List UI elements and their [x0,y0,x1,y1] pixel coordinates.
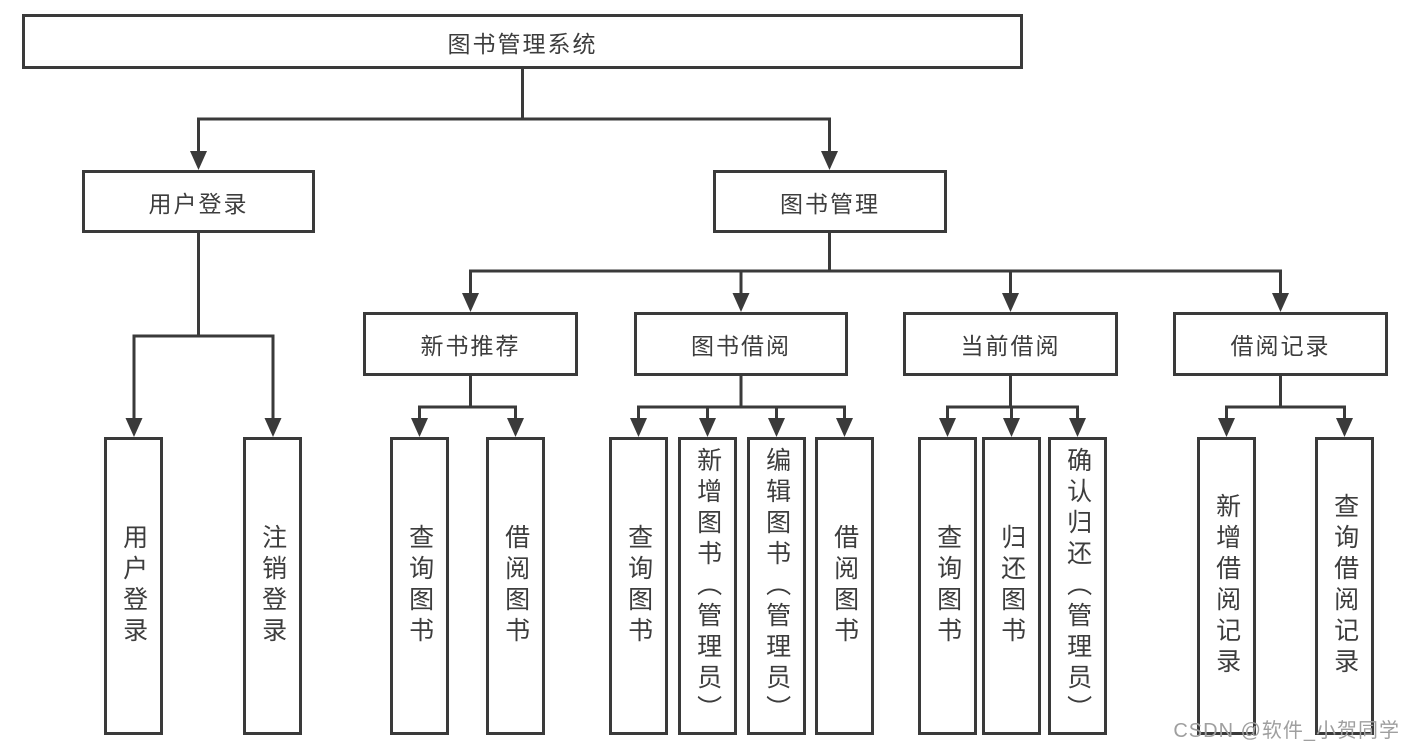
csdn-watermark: CSDN @软件_小贺同学 [1173,720,1400,742]
connector-level3-branch [469,269,1282,294]
leaf-current-confirm-return-label: 确认归还（管理员） [1063,446,1092,726]
leaf-borrow-add-books: 新增图书（管理员） [678,437,737,735]
leaf-recommend-query-books-label: 查询图书 [405,524,434,648]
arrowhead-record-query [1336,418,1353,437]
leaf-record-query: 查询借阅记录 [1315,437,1374,735]
arrowhead-recommend-borrow [507,418,524,437]
connector-recommend-branch [418,405,517,423]
leaf-user-login-label: 用户登录 [119,524,148,648]
arrowhead-current-query [939,418,956,437]
arrowhead-borrow-borrow [836,418,853,437]
arrowhead-book-borrow [732,293,750,312]
arrowhead-recommend-query [411,418,428,437]
connector-login-branch [132,334,275,423]
node-user-login: 用户登录 [82,170,315,233]
connector-record-branch [1225,405,1346,423]
leaf-borrow-add-books-label: 新增图书（管理员） [693,446,722,726]
arrowhead-current-return [1003,418,1020,437]
node-new-book-recommend: 新书推荐 [363,312,578,376]
leaf-borrow-borrow-books-label: 借阅图书 [830,524,859,648]
leaf-recommend-borrow-books-label: 借阅图书 [501,524,530,648]
arrowhead-leaf-logout [264,418,282,437]
connector-borrow-branch [637,405,846,423]
leaf-borrow-edit-books: 编辑图书（管理员） [747,437,806,735]
connector-level2-branch [197,117,831,156]
arrowhead-current-borrow [1002,293,1019,312]
arrowhead-user-login [190,151,207,170]
node-book-management: 图书管理 [713,170,947,233]
leaf-record-add-label: 新增借阅记录 [1212,493,1241,679]
leaf-current-query-books-label: 查询图书 [933,524,962,648]
leaf-recommend-borrow-books: 借阅图书 [486,437,545,735]
node-borrow-record: 借阅记录 [1173,312,1388,376]
node-root: 图书管理系统 [22,14,1023,69]
node-book-borrow: 图书借阅 [634,312,848,376]
leaf-logout: 注销登录 [243,437,302,735]
leaf-current-return-books-label: 归还图书 [997,524,1026,648]
arrowhead-borrow-query [630,418,647,437]
leaf-recommend-query-books: 查询图书 [390,437,449,735]
arrowhead-book-management [821,151,838,170]
leaf-record-add: 新增借阅记录 [1197,437,1256,735]
arrowhead-borrow-add [699,418,716,437]
leaf-borrow-query-books: 查询图书 [609,437,668,735]
leaf-borrow-borrow-books: 借阅图书 [815,437,874,735]
leaf-user-login: 用户登录 [104,437,163,735]
node-current-borrow: 当前借阅 [903,312,1118,376]
arrowhead-borrow-edit [768,418,785,437]
leaf-record-query-label: 查询借阅记录 [1330,493,1359,679]
arrowhead-borrow-record [1272,293,1289,312]
leaf-current-return-books: 归还图书 [982,437,1041,735]
arrowhead-current-confirm [1069,418,1086,437]
leaf-borrow-query-books-label: 查询图书 [624,524,653,648]
leaf-logout-label: 注销登录 [258,524,287,648]
arrowhead-record-add [1218,418,1235,437]
leaf-borrow-edit-books-label: 编辑图书（管理员） [762,446,791,726]
arrowhead-new-book [462,293,479,312]
arrowhead-leaf-login [125,418,143,437]
leaf-current-confirm-return: 确认归还（管理员） [1048,437,1107,735]
leaf-current-query-books: 查询图书 [918,437,977,735]
